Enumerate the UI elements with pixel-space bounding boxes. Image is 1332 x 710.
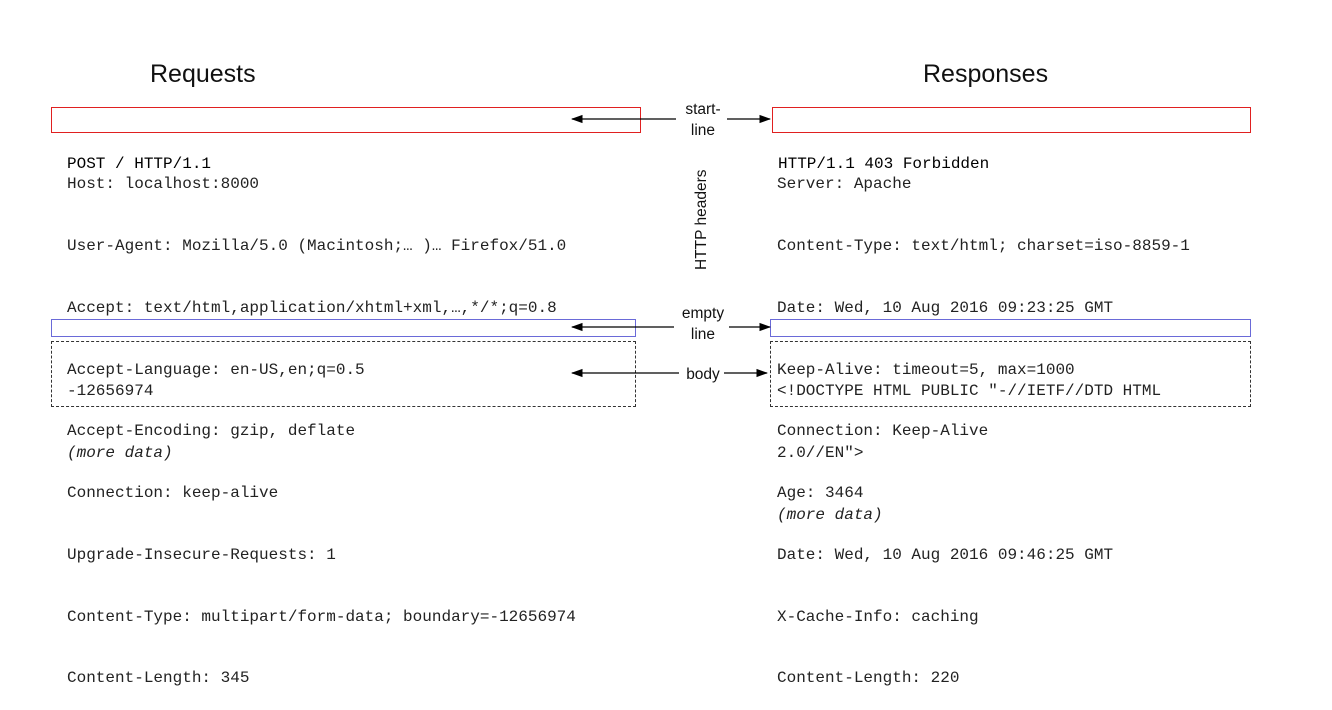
start-line-label-line1: start- bbox=[685, 101, 721, 118]
request-start-line-box bbox=[51, 107, 641, 133]
response-start-line-block: HTTP/1.1 403 Forbidden bbox=[778, 113, 989, 195]
request-header-line: Content-Length: 345 bbox=[67, 669, 250, 688]
responses-title: Responses bbox=[923, 60, 1049, 88]
request-header-line: User-Agent: Mozilla/5.0 (Macintosh;… )… … bbox=[67, 236, 567, 255]
request-header-line: Upgrade-Insecure-Requests: 1 bbox=[67, 545, 336, 564]
request-header-line: Host: localhost:8000 bbox=[67, 175, 260, 194]
request-body-line: -12656974 bbox=[67, 382, 154, 401]
request-header-line: Accept-Language: en-US,en;q=0.5 bbox=[67, 360, 365, 379]
response-header-line: Content-Type: text/html; charset=iso-885… bbox=[777, 236, 1190, 255]
requests-title: Requests bbox=[150, 60, 256, 88]
empty-line-label-line2: line bbox=[690, 326, 716, 343]
empty-line-label-line1: empty bbox=[681, 305, 725, 322]
response-header-line: Date: Wed, 10 Aug 2016 09:23:25 GMT bbox=[777, 298, 1114, 317]
request-start-line-block: POST / HTTP/1.1 bbox=[67, 113, 211, 195]
request-header-line: Accept: text/html,application/xhtml+xml,… bbox=[67, 298, 557, 317]
request-body-box bbox=[51, 341, 636, 407]
request-header-line: Accept-Encoding: gzip, deflate bbox=[67, 422, 356, 441]
body-label: body bbox=[686, 366, 720, 383]
response-body-line: 2.0//EN"> bbox=[777, 443, 864, 462]
request-body-more: (more data) bbox=[67, 443, 173, 462]
request-header-line: Content-Type: multipart/form-data; bound… bbox=[67, 607, 576, 626]
response-header-line: Server: Apache bbox=[777, 175, 912, 194]
response-start-line-box bbox=[772, 107, 1251, 133]
request-start-line: POST / HTTP/1.1 bbox=[67, 155, 212, 174]
response-header-line: Connection: Keep-Alive bbox=[777, 422, 989, 441]
response-header-line: Keep-Alive: timeout=5, max=1000 bbox=[777, 360, 1075, 379]
response-header-line: X-Cache-Info: caching bbox=[777, 607, 979, 626]
request-empty-line-box bbox=[51, 319, 636, 337]
response-body-line: <!DOCTYPE HTML PUBLIC "-//IETF//DTD HTML bbox=[777, 382, 1162, 401]
response-body-box bbox=[770, 341, 1251, 407]
response-header-line: Content-Length: 220 bbox=[777, 669, 960, 688]
connector-arrows bbox=[570, 114, 772, 378]
response-header-line: Date: Wed, 10 Aug 2016 09:46:25 GMT bbox=[777, 545, 1114, 564]
response-body-more: (more data) bbox=[777, 505, 883, 524]
start-line-label-line2: line bbox=[690, 122, 716, 139]
request-body-block: -12656974 (more data) bbox=[67, 340, 173, 484]
start-line-label: start- line bbox=[670, 99, 736, 141]
response-start-line: HTTP/1.1 403 Forbidden bbox=[778, 155, 990, 174]
empty-line-label: empty line bbox=[670, 303, 736, 345]
